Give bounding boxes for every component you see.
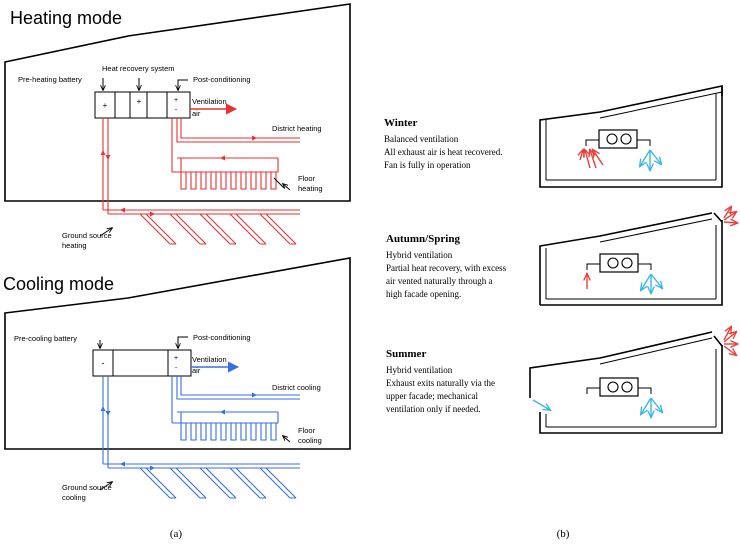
cooling-unit-minus: - — [102, 358, 105, 368]
cooling-postcond-label: Post-conditioning — [193, 333, 251, 342]
heating-unit-plus-2: + — [137, 97, 142, 106]
caption-a: (a) — [170, 528, 183, 540]
winter-cool-arrows — [640, 149, 661, 170]
cooling-ventilation-label-1: Ventilation — [192, 355, 227, 364]
cooling-title: Cooling mode — [3, 274, 114, 294]
autumn-line-1: Hybrid ventilation — [386, 250, 453, 260]
winter-line-2: All exhaust air is heat recovered. — [384, 147, 502, 157]
heating-preheat-label: Pre-heating battery — [18, 75, 82, 84]
winter-title: Winter — [384, 117, 418, 129]
summer-inlet-arrow — [532, 399, 550, 410]
summer-exhaust-arrows — [723, 327, 737, 355]
cooling-district-label: District cooling — [272, 383, 321, 392]
summer-cool-arrows — [641, 397, 662, 417]
cooling-floor-label-2: cooling — [298, 436, 322, 445]
summer-title: Summer — [386, 348, 426, 360]
cooling-pipes — [100, 376, 300, 499]
winter-warm-arrows — [580, 150, 604, 169]
autumn-exhaust-arrows — [723, 207, 737, 223]
heating-district-label: District heating — [272, 124, 322, 133]
cooling-ground-label-2: cooling — [62, 493, 86, 502]
heating-unit-pm-top: + — [174, 97, 178, 104]
heating-floor-label-1: Floor — [298, 174, 316, 183]
autumn-scenario: Autumn/Spring Hybrid ventilation Partial… — [386, 207, 737, 306]
autumn-facade-opening — [713, 212, 723, 223]
heating-mode-diagram: Heating mode + + + - Pre-heating battery… — [4, 3, 351, 250]
autumn-line-4: high facade opening. — [386, 289, 461, 299]
summer-building — [529, 331, 713, 398]
heating-ventilation-label-2: air — [192, 109, 201, 118]
cooling-mode-diagram: Cooling mode - + - Pre-cooling battery P… — [3, 257, 351, 502]
cooling-ventilation-label-2: air — [192, 366, 201, 375]
summer-line-3: upper facade; mechanical — [386, 391, 478, 401]
cooling-floor-label-1: Floor — [298, 426, 316, 435]
autumn-building — [539, 212, 713, 305]
heating-ventilation-unit: + + + - — [94, 91, 191, 119]
cooling-unit-pm-top: + — [174, 355, 178, 362]
winter-scenario: Winter Balanced ventilation All exhaust … — [384, 85, 723, 188]
cooling-postcond-pointer — [178, 336, 188, 348]
heating-unit-pm-bottom: - — [175, 107, 178, 114]
heating-unit-plus-1: + — [103, 101, 108, 110]
cooling-floor-pointer — [283, 436, 291, 443]
summer-line-2: Exhaust exits naturally via the — [386, 378, 495, 388]
winter-line-3: Fan is fully in operation — [384, 160, 471, 170]
heating-postcond-label: Post-conditioning — [193, 75, 251, 84]
summer-ventilation-unit — [586, 377, 652, 397]
autumn-cool-arrows — [641, 273, 662, 293]
winter-line-1: Balanced ventilation — [384, 134, 459, 144]
heating-title: Heating mode — [10, 8, 122, 28]
cooling-unit-pm-bottom: - — [175, 365, 178, 372]
heating-building-outline — [4, 3, 351, 202]
heating-ground-label-2: heating — [62, 241, 87, 250]
autumn-ventilation-unit — [586, 253, 652, 273]
cooling-ground-pointer — [99, 482, 112, 491]
cooling-building-outline — [4, 257, 351, 450]
summer-scenario: Summer Hybrid ventilation Exhaust exits … — [386, 327, 737, 434]
cooling-ventilation-unit: - + - — [92, 349, 192, 377]
heating-ground-label-1: Ground source — [62, 231, 112, 240]
autumn-line-3: air vented naturally through a — [386, 276, 492, 286]
autumn-title: Autumn/Spring — [386, 233, 460, 245]
cooling-ground-label-1: Ground source — [62, 483, 112, 492]
summer-line-1: Hybrid ventilation — [386, 365, 453, 375]
heating-recovery-label: Heat recovery system — [102, 64, 175, 73]
autumn-line-2: Partial heat recovery, with excess — [386, 263, 507, 273]
caption-b: (b) — [557, 528, 570, 540]
heating-pipes — [100, 118, 300, 245]
heating-ground-pointer — [99, 228, 112, 237]
winter-ventilation-unit — [585, 129, 651, 149]
heating-floor-label-2: heating — [298, 184, 323, 193]
cooling-precool-label: Pre-cooling battery — [14, 334, 77, 343]
heating-postcond-pointer — [178, 79, 188, 90]
heating-ventilation-label-1: Ventilation — [192, 97, 227, 106]
winter-building — [539, 85, 723, 188]
summer-facade-opening — [713, 335, 723, 347]
summer-line-4: ventilation only if needed. — [386, 404, 480, 414]
